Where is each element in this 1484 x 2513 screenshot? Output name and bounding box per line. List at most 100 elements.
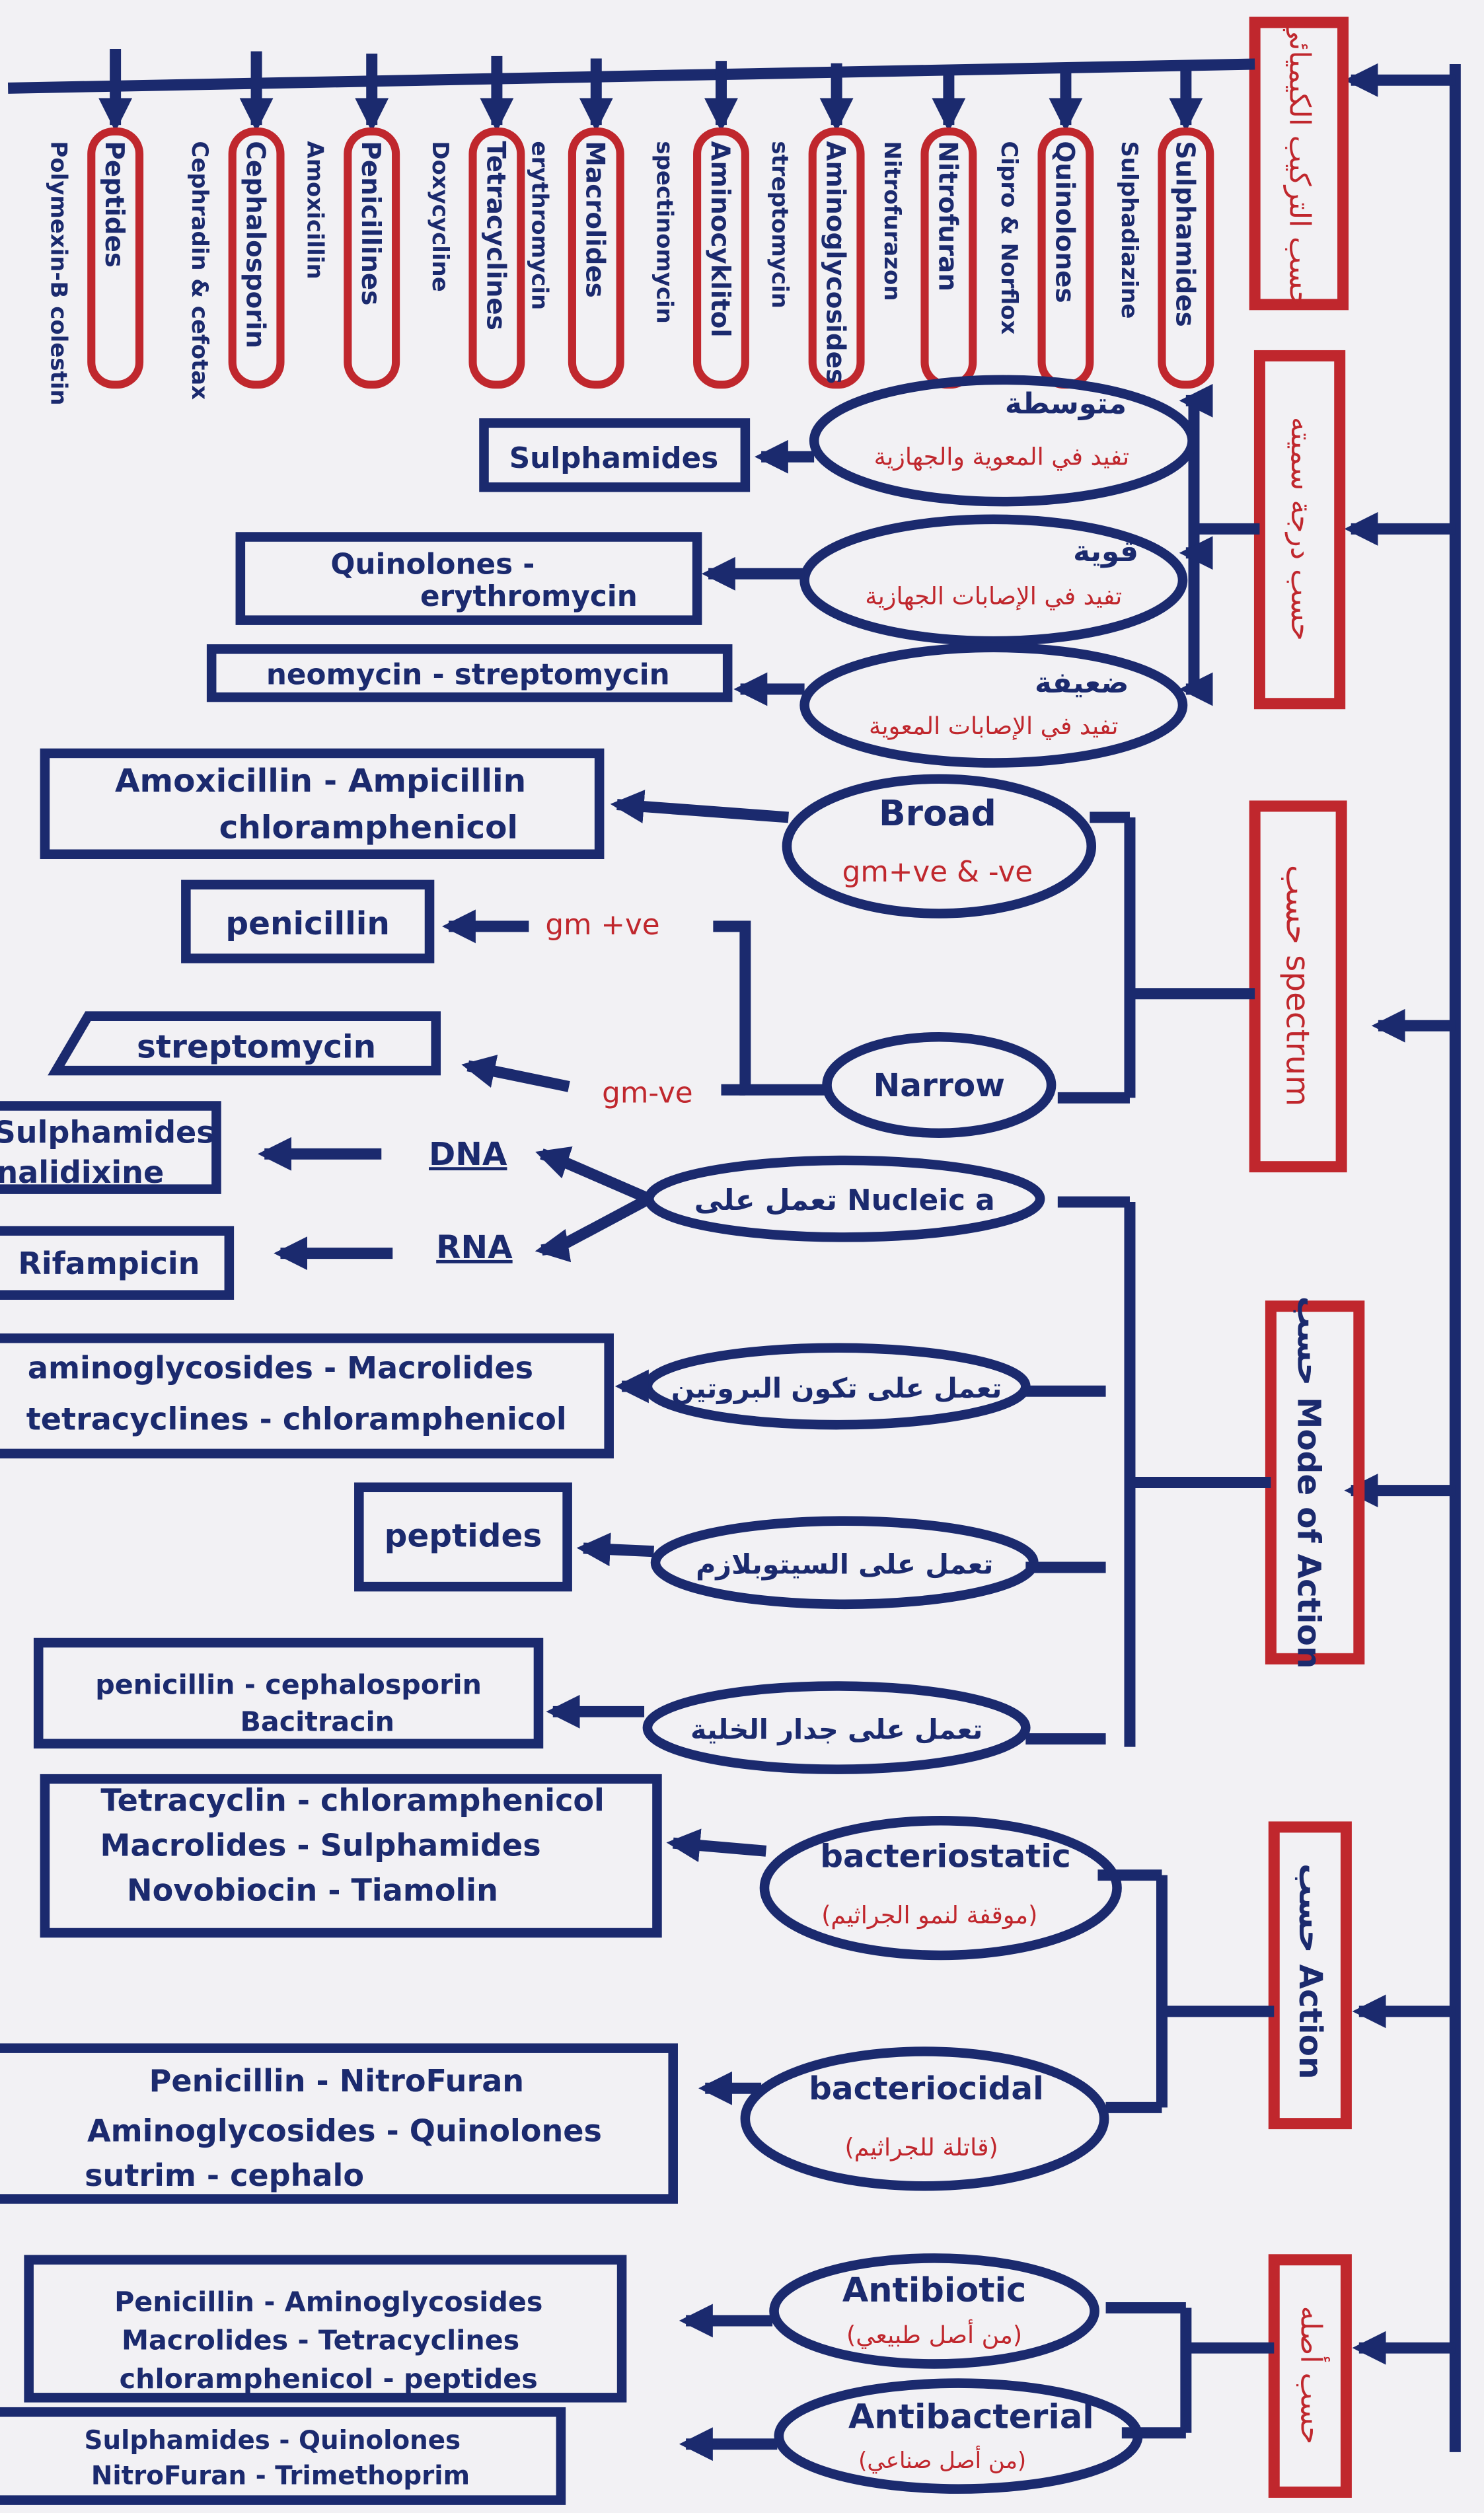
spectrum-gm-neg-label: gm-ve bbox=[602, 1076, 692, 1110]
chemical-group-example: spectinomycin bbox=[651, 141, 677, 323]
mode-protein-drug-2: tetracyclines - chloramphenicol bbox=[26, 1401, 567, 1437]
action-static-drug-2: Macrolides - Sulphamides bbox=[100, 1828, 540, 1863]
chemical-columns: SulphamidesSulphadiazineQuinolonesCipro … bbox=[46, 48, 1214, 406]
chemical-group-pill bbox=[344, 127, 400, 389]
chemical-group-pill bbox=[87, 127, 144, 389]
origin-antibacterial-label: Antibacterial bbox=[848, 2397, 1094, 2436]
action-cidal-drug-3: sutrim - cephalo bbox=[85, 2157, 364, 2193]
spectrum-broad-cloud bbox=[782, 774, 1097, 919]
spectrum-gm-neg-drug: streptomycin bbox=[137, 1029, 376, 1066]
origin-antibiotic-drug-box bbox=[24, 2255, 627, 2403]
toxicity-weak-note: تفيد في الإصابات المعوية bbox=[869, 712, 1118, 740]
origin-antibacterial-note: (من أصل صناعي) bbox=[858, 2446, 1026, 2474]
spectrum-broad-drug-2: chloramphenicol bbox=[219, 809, 518, 846]
spectrum-broad-label: Broad bbox=[879, 792, 996, 834]
chemical-group-name: Cephalosporin bbox=[241, 141, 270, 348]
origin-antibiotic-drug-2: Macrolides - Tetracyclines bbox=[122, 2325, 519, 2356]
toxicity-strong-label: قوية bbox=[1073, 535, 1138, 568]
mode-protein-drug-1: aminoglycosides - Macrolides bbox=[28, 1350, 533, 1386]
action-static-cloud bbox=[759, 1815, 1122, 1961]
category-action-box bbox=[1268, 1821, 1352, 2130]
mode-protein-drug-box bbox=[0, 1333, 614, 1459]
toxicity-strong-cloud bbox=[799, 514, 1188, 646]
mode-dna-drug-2: nalidixine bbox=[0, 1154, 164, 1190]
toxicity-strong-note: تفيد في الإصابات الجهازية bbox=[865, 581, 1122, 610]
spectrum-broad-drug-1: Amoxicillin - Ampicillin bbox=[115, 763, 526, 800]
chemical-group-example: Doxycycline bbox=[427, 141, 453, 291]
category-chemical-box bbox=[1249, 17, 1349, 311]
mode-dna-drug-1: Sulphamides bbox=[0, 1114, 215, 1150]
mode-cell-wall-drug-box bbox=[33, 1637, 544, 1749]
mode-rna-drug: Rifampicin bbox=[18, 1246, 200, 1281]
origin-antibacterial-cloud bbox=[774, 2378, 1143, 2494]
chemical-group-example: Cipro & Norflox bbox=[996, 141, 1022, 334]
chemical-group-name: Nitrofuran bbox=[932, 141, 962, 291]
chemical-group-name: Sulphamides bbox=[1169, 141, 1199, 326]
mode-nucleic-label: تعمل على Nucleic a bbox=[694, 1183, 995, 1217]
origin-branch-line bbox=[1105, 2302, 1275, 2439]
mode-dna-label: DNA bbox=[429, 1136, 507, 1173]
chemical-group-name: Aminocyklitol bbox=[705, 141, 735, 337]
origin-antibiotic-drug-3: chloramphenicol - peptides bbox=[120, 2363, 538, 2395]
action-static-drug-3: Novobiocin - Tiamolin bbox=[127, 1873, 498, 1908]
action-cidal-drug-2: Aminoglycosides - Quinolones bbox=[87, 2113, 602, 2148]
chemical-group-name: Macrolides bbox=[580, 141, 610, 297]
chemical-group-name: Aminoglycosides bbox=[821, 141, 850, 384]
action-static-drug-1: Tetracyclin - chloramphenicol bbox=[100, 1783, 605, 1819]
spectrum-branch-line bbox=[1057, 811, 1255, 1104]
chemical-group-pill bbox=[568, 127, 624, 389]
mode-cytoplasm-drug: peptides bbox=[385, 1517, 542, 1554]
toxicity-medium-label: متوسطة bbox=[1005, 387, 1127, 421]
mode-cell-wall-pill bbox=[642, 1681, 1031, 1774]
origin-antibiotic-label: Antibiotic bbox=[842, 2271, 1026, 2310]
chemical-group-pill bbox=[228, 127, 285, 389]
action-cidal-drug-box bbox=[0, 2043, 678, 2204]
origin-antibiotic-cloud bbox=[769, 2253, 1099, 2369]
chemical-group-example: streptomycin bbox=[766, 141, 793, 308]
chemical-group-name: Penicillines bbox=[355, 141, 385, 305]
origin-antibiotic-note: (من أصل طبيعي) bbox=[846, 2319, 1022, 2349]
toxicity-branch-line bbox=[1188, 400, 1260, 689]
spectrum-gm-pos-drug-box bbox=[181, 880, 435, 963]
chemical-group-example: Polymexin-B colestin bbox=[46, 141, 72, 405]
origin-antibiotic-drug-1: Penicillin - Aminoglycosides bbox=[114, 2286, 542, 2317]
mode-cytoplasm-drug-box bbox=[354, 1482, 572, 1592]
origin-antibacterial-drug-1: Sulphamides - Quinolones bbox=[85, 2426, 461, 2456]
spectrum-gm-neg-drug-box bbox=[48, 1011, 441, 1076]
action-static-note: (موقفة لنمو الجراثيم) bbox=[821, 1900, 1037, 1929]
category-origin-box bbox=[1268, 2254, 1352, 2498]
category-toxicity-label: حسب درجة سميته bbox=[1284, 417, 1318, 641]
mode-cell-wall-label: تعمل على جدار الخلية bbox=[690, 1714, 983, 1746]
action-cidal-drug-1: Penicillin - NitroFuran bbox=[149, 2063, 525, 2099]
mode-cytoplasm-label: تعمل على السيتوبلازم bbox=[696, 1549, 993, 1581]
action-branch-line bbox=[1097, 1869, 1275, 2113]
toxicity-medium-drug-box bbox=[479, 418, 751, 492]
toxicity-medium-cloud bbox=[809, 375, 1197, 507]
mode-branch-line bbox=[1025, 1196, 1271, 1747]
mode-cytoplasm-pill bbox=[650, 1516, 1039, 1610]
spectrum-broad-note: gm+ve & -ve bbox=[842, 855, 1033, 889]
toxicity-medium-note: تفيد في المعوية والجهازية bbox=[874, 442, 1129, 470]
chemical-group-example: Nitrofurazon bbox=[879, 141, 905, 301]
chemical-group-pill bbox=[808, 127, 865, 389]
category-spectrum-label: حسب spectrum bbox=[1279, 865, 1316, 1107]
chemical-group-name: Quinolones bbox=[1049, 141, 1079, 303]
chemical-group-example: Amoxicillin bbox=[302, 141, 328, 279]
mode-cell-wall-drug-1: penicillin - cephalosporin bbox=[95, 1669, 482, 1701]
toxicity-medium-drug: Sulphamides bbox=[509, 441, 718, 475]
chemical-group-pill bbox=[693, 127, 749, 389]
action-static-drug-box bbox=[40, 1774, 662, 1938]
category-action-label: حسب Action bbox=[1292, 1863, 1329, 2079]
chemical-group-pill bbox=[468, 127, 525, 389]
toxicity-strong-drug-box bbox=[235, 532, 702, 625]
origin-antibacterial-drug-2: NitroFuran - Trimethoprim bbox=[91, 2461, 470, 2491]
chemical-group-example: erythromycin bbox=[526, 141, 552, 310]
action-cidal-cloud bbox=[740, 2046, 1109, 2191]
category-spectrum-box bbox=[1249, 800, 1347, 1173]
category-origin-label: حسب أصله bbox=[1294, 2306, 1330, 2445]
action-cidal-note: (قاتلة للجراثيم) bbox=[845, 2133, 998, 2161]
spectrum-gm-pos-drug: penicillin bbox=[225, 905, 390, 942]
mode-rna-drug-box bbox=[0, 1226, 235, 1300]
mode-rna-label: RNA bbox=[436, 1229, 513, 1266]
